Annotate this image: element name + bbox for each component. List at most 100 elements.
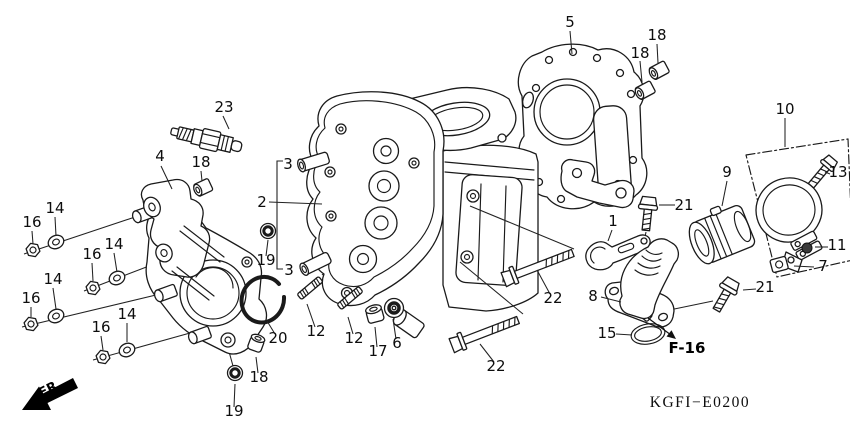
leader-line	[306, 303, 316, 328]
leader-line	[52, 287, 57, 310]
part-label-21: 21	[755, 278, 774, 296]
leader-line	[639, 60, 643, 83]
flange-bolt	[712, 276, 740, 313]
part-label-18: 18	[647, 26, 666, 44]
part-label-16: 16	[21, 289, 40, 307]
front-direction-arrow	[22, 378, 78, 410]
leader-line	[824, 171, 831, 175]
part-label-23: 23	[214, 98, 233, 116]
part-label-16: 16	[22, 213, 41, 231]
leader-line	[569, 30, 573, 55]
diagram-code: KGFI−E0200	[650, 394, 750, 411]
leader-line	[91, 262, 94, 282]
leader-line	[160, 165, 173, 190]
part-label-15: 15	[597, 324, 616, 342]
leader-line	[793, 265, 815, 268]
part-label-12: 12	[306, 322, 325, 340]
intake-pipe	[604, 238, 679, 328]
leader-line	[479, 343, 495, 363]
leader-line	[266, 320, 276, 335]
part-label-18: 18	[191, 153, 210, 171]
part-label-12: 12	[344, 329, 363, 347]
leader-line	[100, 335, 104, 351]
stud-bolt	[299, 251, 332, 276]
leader-line	[374, 326, 378, 348]
page-ref-label: F-16	[669, 339, 706, 357]
part-label-18: 18	[630, 44, 649, 62]
nut-washer-rows	[23, 234, 136, 365]
part-label-1: 1	[608, 212, 618, 230]
part-label-6: 6	[392, 334, 402, 352]
part-label-7: 7	[818, 257, 828, 275]
bushing	[365, 304, 385, 324]
part-label-22: 22	[543, 289, 562, 307]
cap-nut	[801, 242, 813, 254]
part-label-14: 14	[117, 305, 136, 323]
part-label-21: 21	[674, 196, 693, 214]
band-clamp	[755, 177, 823, 273]
head-bolt	[448, 315, 520, 354]
square-nut	[769, 255, 789, 274]
dowel-pin-icon	[193, 178, 214, 197]
insulator	[688, 205, 756, 265]
leader-line	[469, 205, 575, 250]
part-label-9: 9	[722, 163, 732, 181]
seal-washer	[383, 297, 405, 319]
part-label-22: 22	[486, 357, 505, 375]
cam-lever	[585, 234, 651, 271]
clamp-screw	[807, 154, 838, 189]
stud-bolt	[297, 151, 330, 173]
flange-bolt	[637, 195, 659, 232]
part-label-16: 16	[91, 318, 110, 336]
part-label-14: 14	[45, 199, 64, 217]
part-label-10: 10	[775, 100, 794, 118]
leader-line	[721, 180, 728, 207]
page-ref-arrow	[647, 317, 676, 339]
leader-line	[600, 296, 622, 303]
leader-lines	[30, 30, 831, 408]
leader-line	[656, 43, 659, 64]
part-label-18: 18	[249, 368, 268, 386]
leader-line	[255, 356, 259, 374]
reference-box	[745, 138, 850, 278]
part-label-3: 3	[284, 261, 294, 279]
head-bolt	[500, 248, 575, 288]
leader-line	[31, 230, 34, 245]
leader-line	[536, 269, 551, 295]
cylinder-head-cover	[306, 91, 445, 339]
leader-line	[459, 261, 524, 315]
leader-line	[268, 201, 323, 205]
leader-line	[233, 383, 236, 408]
leader-line	[607, 229, 613, 242]
leader-line	[222, 115, 230, 130]
part-label-11: 11	[827, 236, 846, 254]
part-label-4: 4	[155, 147, 165, 165]
part-label-14: 14	[43, 270, 62, 288]
leader-line	[23, 211, 151, 255]
stud-12	[337, 286, 363, 310]
spark-plug	[170, 126, 243, 153]
leader-line	[742, 288, 757, 291]
part-label-17: 17	[368, 342, 387, 360]
part-label-5: 5	[565, 13, 575, 31]
collar	[247, 333, 266, 353]
hanger-bracket	[560, 158, 635, 209]
part-label-20: 20	[268, 329, 287, 347]
part-label-14: 14	[104, 235, 123, 253]
part-label-2: 2	[257, 193, 267, 211]
part-label-13: 13	[828, 163, 847, 181]
snap-ring	[239, 274, 287, 325]
part-label-8: 8	[588, 287, 598, 305]
part-label-16: 16	[82, 245, 101, 263]
leader-line	[200, 170, 203, 182]
group-bracket	[276, 160, 283, 270]
part-label-19: 19	[224, 402, 243, 420]
stud-12	[297, 276, 323, 300]
part-label-3: 3	[283, 155, 293, 173]
leader-line	[54, 216, 57, 237]
leader-line	[392, 318, 397, 340]
dowel-pin-icon	[634, 60, 670, 100]
